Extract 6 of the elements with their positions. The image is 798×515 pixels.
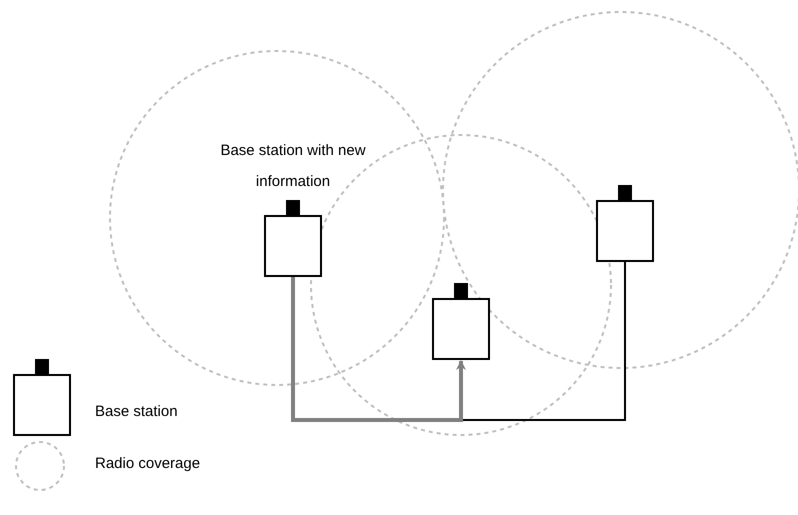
station-label: Base station with new information — [219, 141, 367, 192]
base-station-symbol — [432, 283, 490, 360]
connector-line — [291, 277, 466, 422]
base-station-symbol — [596, 185, 654, 262]
legend-label: Radio coverage — [95, 454, 200, 474]
legend-label: Base station — [95, 402, 178, 422]
